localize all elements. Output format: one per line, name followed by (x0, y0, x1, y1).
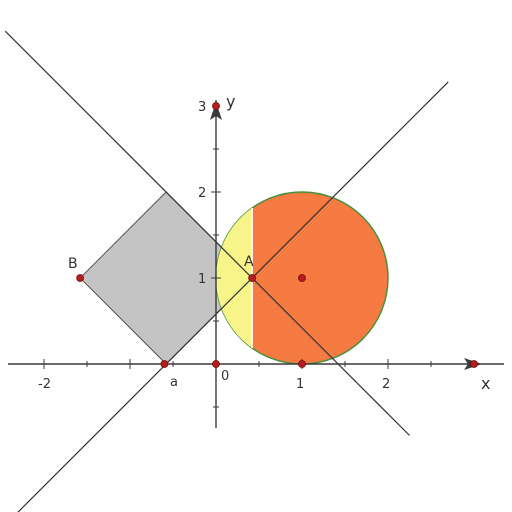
point-a (248, 274, 257, 282)
points-layer (76, 102, 478, 368)
a-label: a (170, 375, 178, 390)
y-tick-label: 3 (198, 100, 206, 115)
x-tick-label: 2 (382, 377, 390, 392)
axes-layer (8, 100, 504, 428)
line-rising (17, 81, 449, 512)
origin-label: 0 (221, 369, 229, 384)
y-axis-name: y (226, 92, 235, 111)
point-b-label: B (68, 256, 78, 272)
x-axis-name: x (481, 374, 490, 393)
line-falling (4, 30, 410, 436)
circle-center-point (298, 274, 306, 282)
x-tick-label: -2 (38, 377, 51, 392)
origin-point (212, 360, 220, 368)
x-axis-end-point (470, 360, 478, 368)
yellow-region (216, 207, 253, 349)
y-tick-label: 1 (198, 272, 206, 287)
shapes-layer (79, 191, 389, 365)
y-tick-label: 2 (198, 186, 206, 201)
labels-layer: x y 0 a A B -2 1 2 1 2 3 (38, 92, 490, 393)
lines-layer (4, 30, 449, 512)
y-axis-end-point (212, 102, 220, 110)
point-a-label: A (244, 254, 254, 270)
point-b (76, 274, 85, 282)
x-tick-label: 1 (296, 377, 304, 392)
tangent-point (298, 360, 306, 368)
y-axis-arrowhead (210, 102, 222, 120)
point-a-on-axis (160, 360, 169, 368)
